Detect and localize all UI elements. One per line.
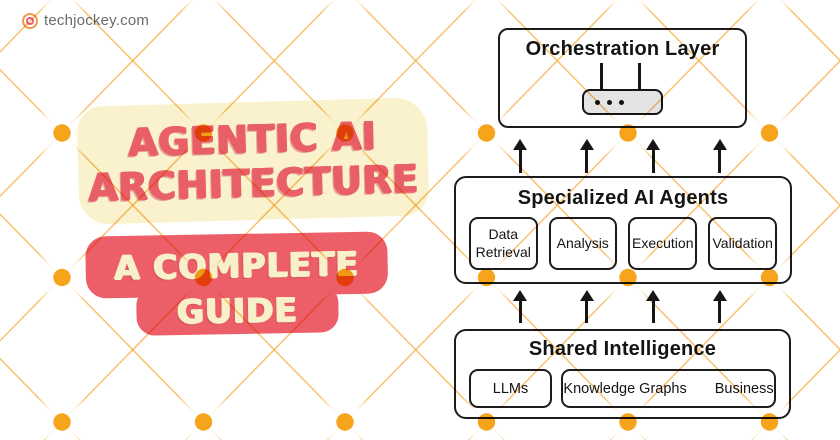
techjockey-logo-icon — [22, 12, 38, 29]
router-led-icon — [595, 99, 600, 105]
shared-knowledge-graphs: Knowledge Graphs — [563, 380, 687, 397]
lattice-dot — [336, 413, 354, 431]
shared-intelligence-title: Shared Intelligence — [528, 338, 717, 360]
router-icon — [582, 63, 663, 115]
hero-subtitle-line2: GUIDE — [176, 289, 299, 332]
shared-row: LLMs Knowledge Graphs Business — [456, 369, 789, 408]
up-arrow-icon — [579, 139, 595, 173]
agent-validation: Validation — [708, 217, 777, 270]
router-led-icon — [607, 99, 612, 105]
lattice-dot — [53, 413, 71, 431]
hero-title-line1: AGENTIC AI — [127, 113, 377, 165]
orchestration-layer-title: Orchestration Layer — [525, 38, 720, 60]
lattice-dot — [760, 124, 779, 142]
up-arrow-icon — [645, 290, 661, 323]
specialized-agents-title: Specialized AI Agents — [517, 187, 729, 209]
shared-intelligence-box: Shared Intelligence LLMs Knowledge Graph… — [454, 329, 791, 419]
agent-data-retrieval: Data Retrieval — [469, 217, 538, 270]
lattice-dot — [53, 124, 71, 142]
router-antenna-icon — [638, 63, 641, 92]
up-arrow-icon — [579, 290, 595, 323]
up-arrow-icon — [512, 290, 528, 323]
arrows-agents-to-orchestration — [512, 139, 728, 173]
specialized-agents-box: Specialized AI Agents Data Retrieval Ana… — [454, 176, 792, 284]
router-body-icon — [582, 89, 663, 115]
agent-execution: Execution — [628, 217, 698, 270]
hero-title-line2: ARCHITECTURE — [87, 156, 420, 210]
router-led-icon — [619, 99, 624, 105]
brand-name: techjockey.com — [44, 12, 150, 29]
router-antenna-icon — [600, 63, 603, 92]
up-arrow-icon — [645, 139, 661, 173]
agent-analysis: Analysis — [548, 217, 617, 270]
shared-llms: LLMs — [469, 369, 552, 408]
arrows-shared-to-agents — [512, 290, 728, 323]
brand-logo: techjockey.com — [22, 12, 149, 29]
lattice-dot — [53, 268, 71, 287]
up-arrow-icon — [512, 139, 528, 173]
hero-subtitle-bottom: GUIDE — [136, 284, 339, 336]
hero-subtitle-line1: A COMPLETE — [113, 243, 360, 287]
hero-title-block: AGENTIC AI ARCHITECTURE — [76, 97, 430, 225]
hero-subtitle-block: A COMPLETE GUIDE — [85, 231, 389, 336]
shared-knowledge-box: Knowledge Graphs Business — [561, 369, 776, 408]
lattice-dot — [194, 413, 213, 431]
lattice-dot — [477, 124, 496, 142]
shared-business: Business — [714, 380, 774, 397]
orchestration-layer-box: Orchestration Layer — [498, 28, 747, 128]
agents-row: Data Retrieval Analysis Execution Valida… — [456, 217, 790, 270]
up-arrow-icon — [712, 290, 728, 323]
up-arrow-icon — [712, 139, 728, 173]
